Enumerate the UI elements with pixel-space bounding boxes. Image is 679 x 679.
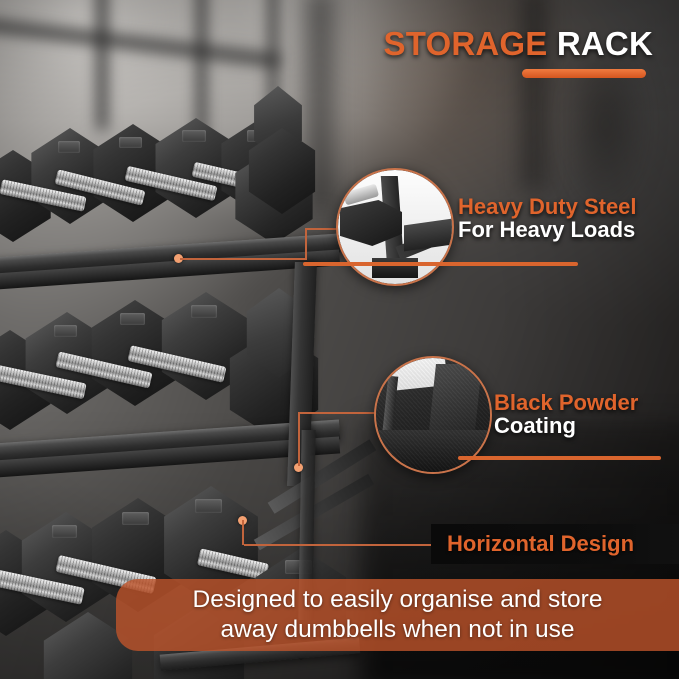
connector-line-2b <box>298 412 380 414</box>
window-mullion-vertical-a <box>96 0 108 130</box>
page-title: STORAGE RACK <box>383 25 654 78</box>
connector-line-1b <box>305 228 307 260</box>
callout-anchor-dot-1 <box>174 254 183 263</box>
callout-text-2: Black Powder Coating <box>494 390 639 438</box>
callout-2-line2: Coating <box>494 412 576 438</box>
window-mullion-vertical-b <box>196 0 207 150</box>
callout-anchor-dot-2 <box>294 463 303 472</box>
callout-1-line2: For Heavy Loads <box>458 216 636 242</box>
connector-line-1a <box>180 258 306 260</box>
connector-line-3b <box>242 520 244 545</box>
connector-line-3 <box>244 544 432 546</box>
callout-inset-circle-1 <box>336 168 454 286</box>
bottom-description-banner: Designed to easily organise and store aw… <box>116 579 679 651</box>
background-dark-pillar-b <box>520 0 548 190</box>
background-equipment-silhouette <box>560 60 650 220</box>
title-part-storage: STORAGE <box>383 25 548 62</box>
horizontal-design-bar: Horizontal Design <box>431 524 679 564</box>
connector-line-2a <box>298 412 300 466</box>
callout-1-line1: Heavy Duty Steel <box>458 194 637 219</box>
callout-inset-circle-2 <box>374 356 492 474</box>
horizontal-design-label: Horizontal Design <box>447 531 635 556</box>
callout-2-underline <box>458 456 661 460</box>
connector-line-1c <box>305 228 353 230</box>
callout-text-1: Heavy Duty Steel For Heavy Loads <box>458 194 637 242</box>
powder-coat-surface-closeup-icon <box>376 358 490 472</box>
callout-2-line1: Black Powder <box>494 390 639 415</box>
window-mullion-vertical-c <box>268 0 278 160</box>
banner-line-1: Designed to easily organise and store <box>192 586 603 614</box>
title-underline <box>522 69 646 78</box>
dumbbell-end <box>246 128 318 214</box>
callout-1-underline <box>303 262 578 266</box>
rack-frame-closeup-icon <box>338 170 452 284</box>
banner-line-2: away dumbbells when not in use <box>220 616 575 643</box>
title-part-rack: RACK <box>556 25 653 62</box>
